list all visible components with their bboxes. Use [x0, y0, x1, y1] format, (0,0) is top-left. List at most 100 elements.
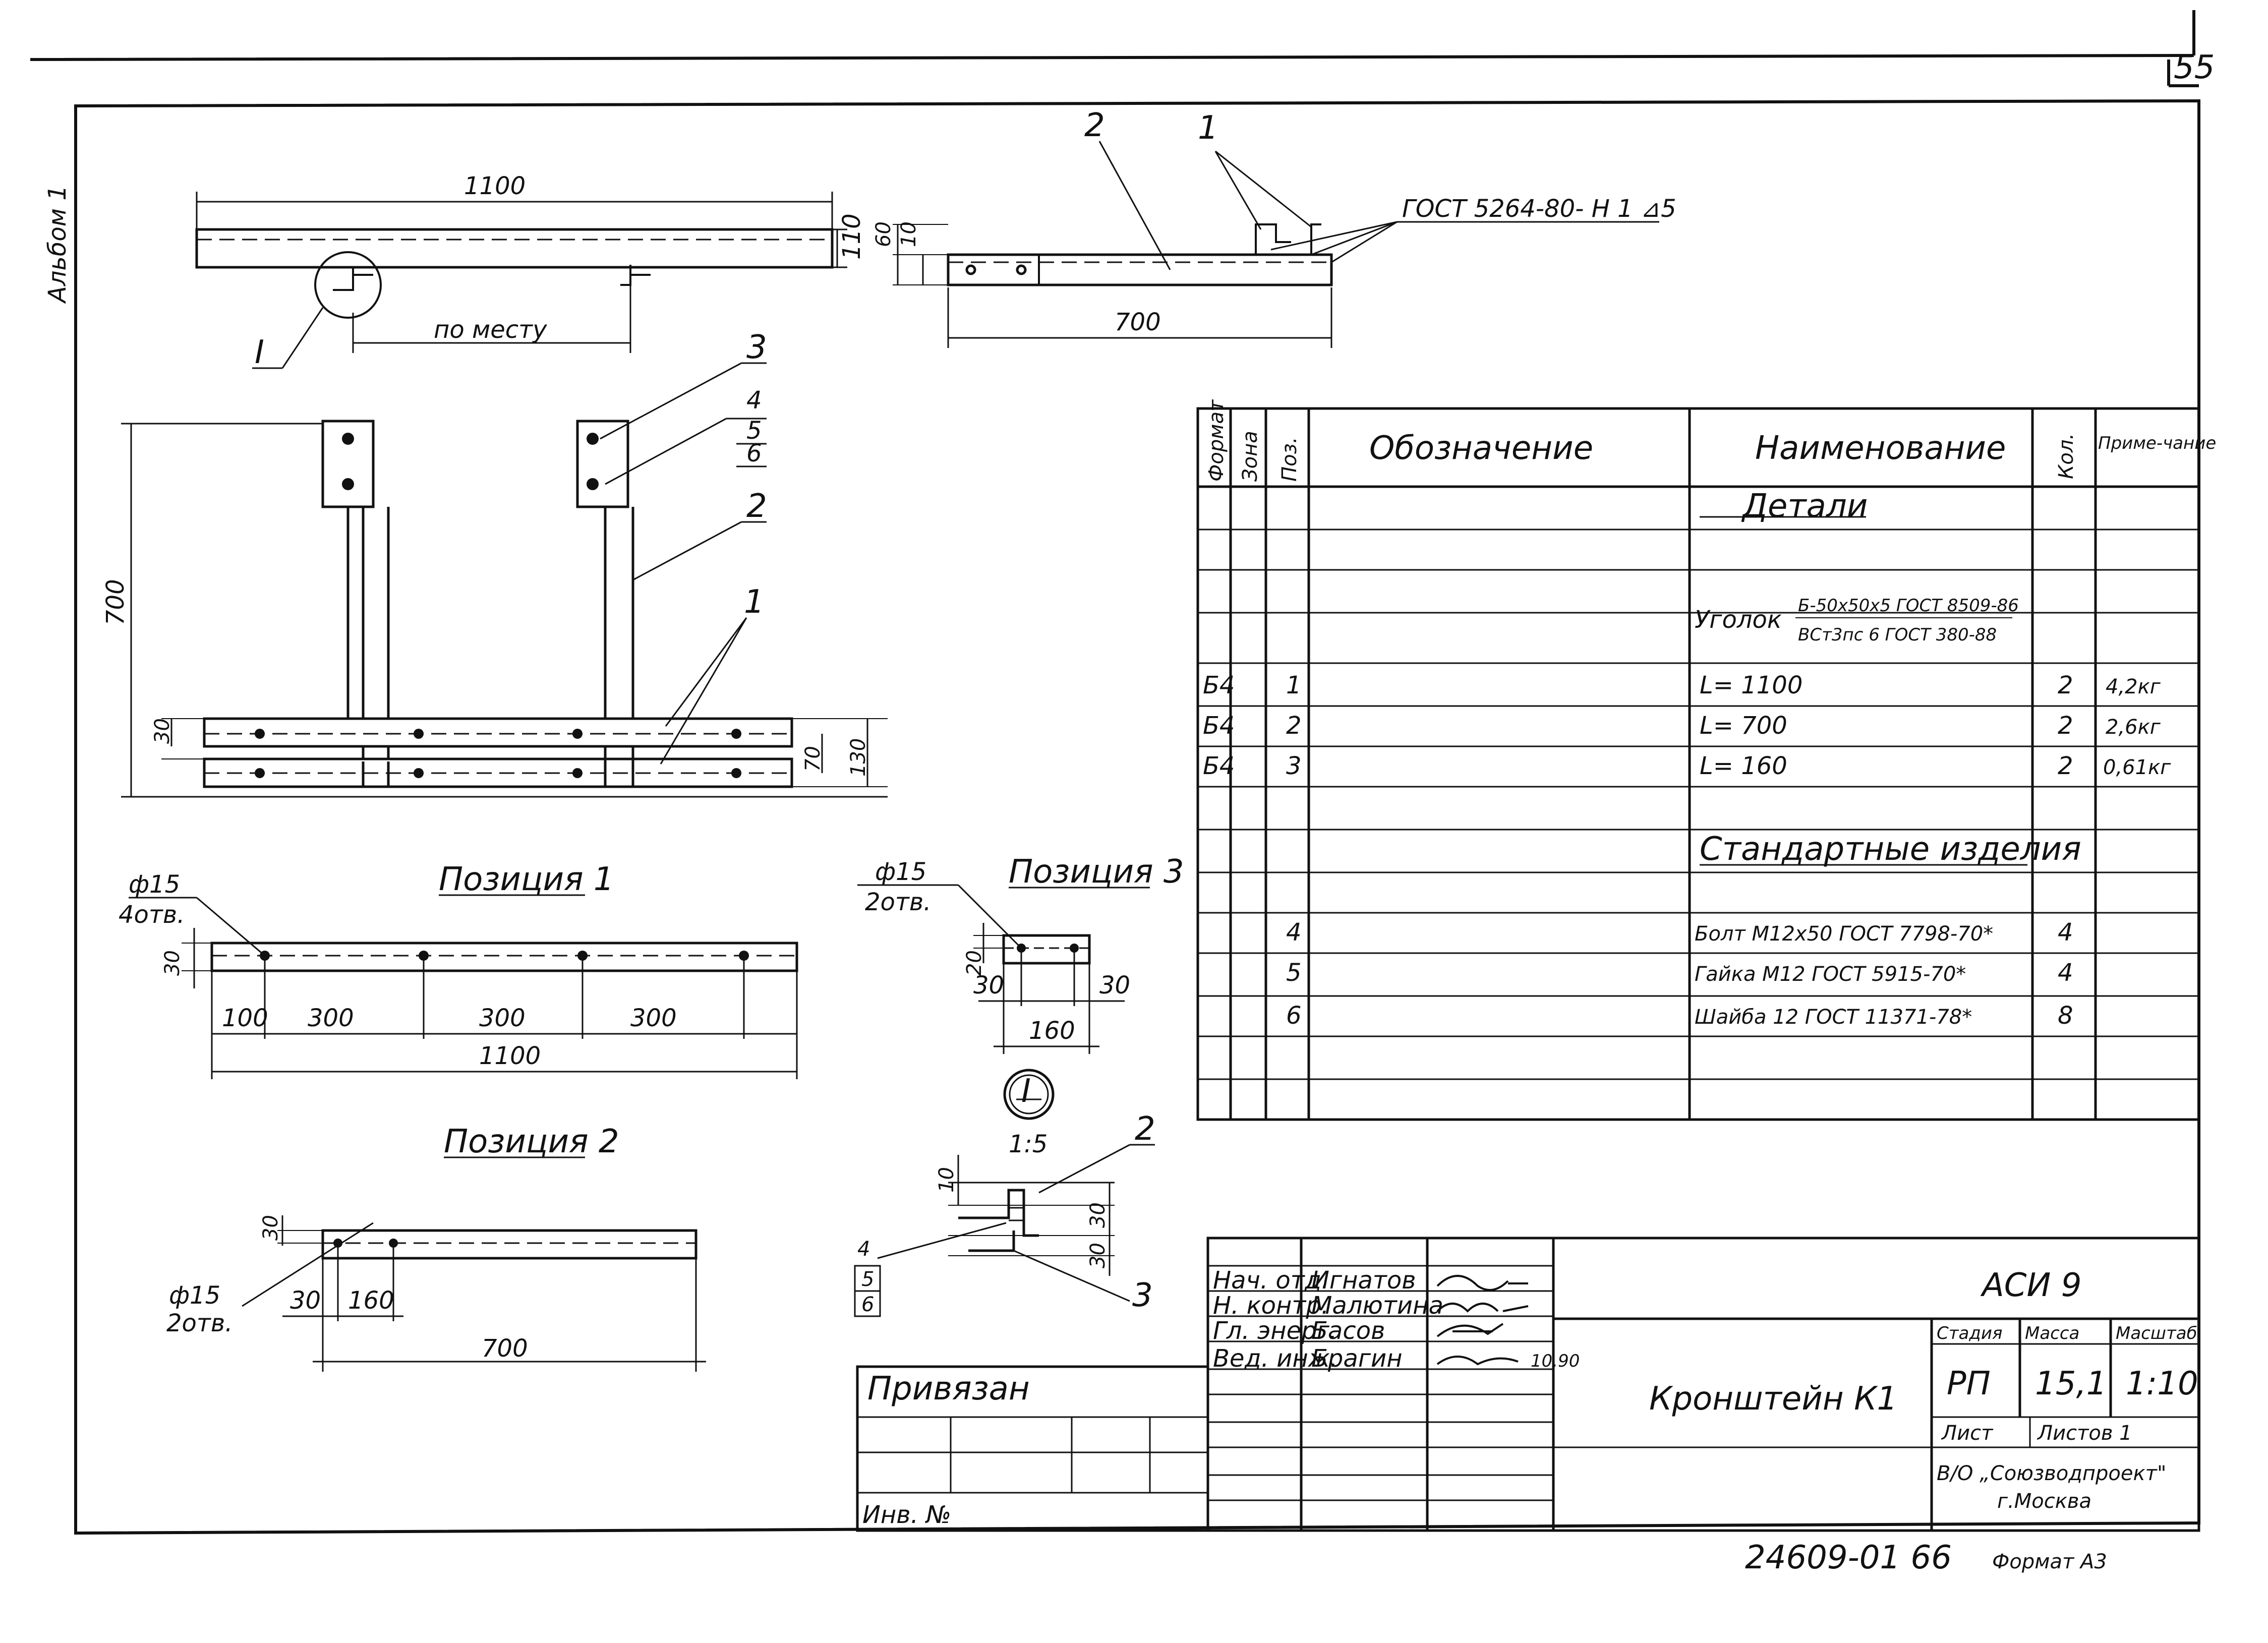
side-view-h2: 10 — [897, 221, 920, 247]
side-view-h1: 60 — [872, 221, 895, 247]
top-view-callout: I — [255, 334, 264, 371]
position2-d160: 160 — [348, 1286, 394, 1315]
title-stage-hdr: Стадия — [1937, 1323, 2002, 1343]
title-date: 10.90 — [1531, 1351, 1580, 1371]
position2-drawing — [242, 1156, 706, 1372]
detail-I-leader-2: 2 — [1135, 1110, 1155, 1148]
spec-row1-format: Б4 — [1203, 671, 1235, 699]
spec-row1-qty: 2 — [2058, 671, 2073, 699]
spec-std3-name: Шайба 12 ГОСТ 11371-78* — [1695, 1006, 1972, 1029]
staff-role-4: Вед. инж. — [1213, 1344, 1337, 1373]
position3-title: Позиция 3 — [1009, 853, 1184, 891]
weld-spec: ГОСТ 5264-80- Н 1 ⊿5 — [1402, 195, 1676, 223]
spec-angle-num: Б-50х50х5 ГОСТ 8509-86 — [1798, 596, 2019, 616]
spec-row3-pos: 3 — [1286, 752, 1302, 780]
spec-section-standard: Стандартные изделия — [1700, 831, 2081, 868]
position1-dim-1: 100 — [222, 1004, 268, 1032]
side-view-leader-1: 1 — [1198, 109, 1218, 147]
plan-d70: 70 — [801, 746, 825, 772]
detail-I — [854, 1069, 1155, 1317]
detail-I-scale: 1:5 — [1009, 1130, 1048, 1158]
detail-I-d10: 10 — [935, 1167, 958, 1193]
spec-std3-qty: 8 — [2058, 1002, 2073, 1030]
plan-d30: 30 — [151, 718, 174, 744]
spec-angle-label: Уголок — [1695, 606, 1782, 634]
title-stage: РП — [1947, 1365, 1991, 1402]
position2-total: 700 — [482, 1334, 528, 1363]
plan-leader-5: 5 — [746, 417, 762, 445]
staff-role-2: Н. контр. — [1213, 1292, 1329, 1320]
signatures — [1436, 1275, 1529, 1366]
position2-d30: 30 — [290, 1286, 321, 1315]
spec-row3-name: L= 160 — [1700, 752, 1787, 780]
side-view-length: 700 — [1115, 308, 1161, 336]
plan-leader-3: 3 — [746, 329, 767, 366]
spec-hdr-designation: Обозначение — [1369, 430, 1593, 467]
position3-height: 20 — [963, 950, 986, 976]
position2-hole-dia: ф15 — [169, 1281, 220, 1310]
top-view-place-label: по месту — [434, 316, 547, 344]
title-product: Кронштейн К1 — [1649, 1380, 1897, 1418]
plan-leader-4: 4 — [746, 386, 762, 415]
plan-leader-6: 6 — [746, 439, 762, 467]
top-view-length: 1100 — [464, 172, 526, 200]
title-mass: 15,1 — [2035, 1365, 2107, 1402]
title-mass-hdr: Масса — [2025, 1323, 2079, 1343]
detail-I-d30b: 30 — [1086, 1243, 1110, 1268]
spec-std1-qty: 4 — [2058, 918, 2073, 947]
title-scale-hdr: Масштаб — [2116, 1323, 2197, 1343]
staff-name-4: Брагин — [1311, 1344, 1403, 1373]
position2-title: Позиция 2 — [444, 1123, 619, 1160]
spec-row2-format: Б4 — [1203, 712, 1235, 740]
spec-std2-pos: 5 — [1286, 959, 1302, 987]
album-label: Альбом 1 — [43, 185, 72, 304]
spec-std1-pos: 4 — [1286, 918, 1302, 947]
position3-drawing — [857, 884, 1150, 1054]
position1-total: 1100 — [479, 1042, 541, 1070]
spec-std2-qty: 4 — [2058, 959, 2073, 987]
spec-std3-pos: 6 — [1286, 1002, 1302, 1030]
spec-table — [1196, 407, 2200, 1121]
position1-dim-3: 300 — [479, 1004, 526, 1032]
position1-drawing — [129, 894, 798, 1079]
spec-hdr-note: Приме-чание — [2098, 433, 2216, 453]
detail-I-leader-5: 5 — [861, 1268, 874, 1291]
inv-label: Инв. № — [862, 1501, 951, 1529]
position3-left: 30 — [973, 971, 1004, 1000]
position1-hole-dia: ф15 — [129, 870, 180, 899]
position1-dim-4: 300 — [630, 1004, 677, 1032]
title-org-2: г.Москва — [1997, 1490, 2091, 1513]
spec-angle-den: ВСт3пс 6 ГОСТ 380-88 — [1798, 625, 1997, 645]
spec-std1-name: Болт М12х50 ГОСТ 7798-70* — [1695, 922, 1993, 946]
plan-height: 700 — [101, 579, 130, 625]
staff-role-1: Нач. отд. — [1213, 1266, 1329, 1295]
spec-row2-note: 2,6кг — [2106, 716, 2161, 739]
sheet-format: Формат А3 — [1992, 1550, 2107, 1573]
spec-hdr-zone: Зона — [1239, 431, 1262, 482]
spec-row3-note: 0,61кг — [2103, 756, 2171, 779]
spec-row1-pos: 1 — [1286, 671, 1302, 699]
position3-hole-dia: ф15 — [875, 858, 926, 886]
spec-row1-note: 4,2кг — [2106, 675, 2161, 698]
position2-hole-count: 2отв. — [166, 1309, 232, 1337]
spec-row2-name: L= 700 — [1700, 712, 1787, 740]
plan-leader-2: 2 — [746, 488, 767, 525]
side-view-leader-2: 2 — [1084, 107, 1105, 144]
spec-row3-qty: 2 — [2058, 752, 2073, 780]
spec-hdr-name: Наименование — [1755, 430, 2006, 467]
title-sheets: Листов 1 — [2037, 1422, 2132, 1445]
spec-hdr-format: Формат — [1205, 399, 1228, 482]
spec-row3-format: Б4 — [1203, 752, 1235, 780]
staff-name-3: Басов — [1311, 1317, 1385, 1345]
staff-name-1: Игнатов — [1311, 1266, 1416, 1295]
staff-name-2: Малютина — [1311, 1292, 1443, 1320]
top-view-height: 110 — [838, 213, 866, 260]
bound-label: Привязан — [867, 1370, 1030, 1407]
spec-row2-pos: 2 — [1286, 712, 1302, 740]
position1-title: Позиция 1 — [439, 861, 614, 898]
position2-h30: 30 — [259, 1215, 282, 1241]
staff-role-3: Гл. энерг. — [1213, 1317, 1337, 1345]
detail-I-leader-6: 6 — [861, 1293, 874, 1316]
title-sheet: Лист — [1941, 1422, 1994, 1445]
title-code: АСИ 9 — [1980, 1267, 2081, 1304]
